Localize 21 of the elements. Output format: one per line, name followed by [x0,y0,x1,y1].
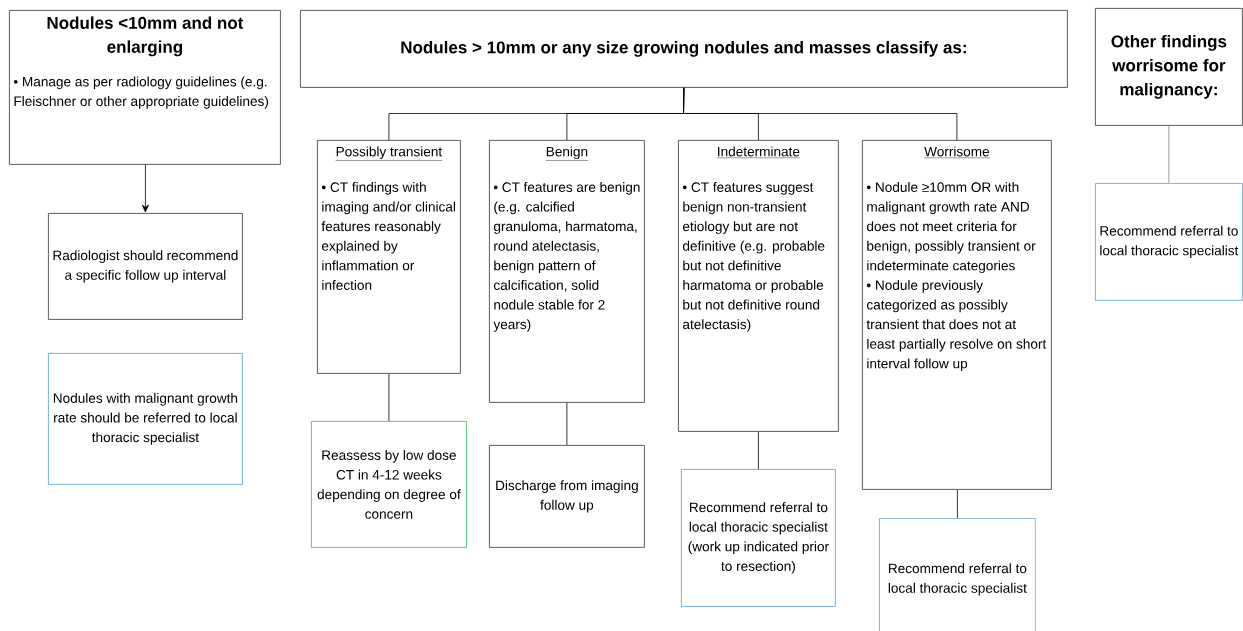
note-box: Nodules with malignant growth rate should be referred to local thoracic specialist [48,353,243,485]
action-box: Radiologist should recommend a specific follow up interval [48,213,243,320]
action-box: Reassess by low dose CT in 4-12 weeks depending on degree of concern [311,421,467,548]
connector-line [957,489,958,519]
category-box: Possibly transient • CT findings with imaging and/or clinical features reasonably explained by inflammation or infection [317,140,461,374]
connector-line [683,87,958,141]
action-box: Recommend referral to local thoracic specialist [1095,183,1243,301]
category-box: Nodules > 10mm or any size growing nodules and masses classify as: [300,10,1068,88]
action-box: Discharge from imaging follow up [489,445,645,548]
action-box: Recommend referral to local thoracic specialist [879,518,1036,631]
category-box: Benign • CT features are benign (e.g. calcified granuloma, harmatoma, round atelectasis, benign pattern of calcification, solid nodule stable for 2 years) [489,140,645,403]
connector-line [1168,125,1170,184]
action-box: Recommend referral to local thoracic specialist (work up indicated prior to resection) [681,469,836,607]
category-box: Nodules <10mm and not enlarging • Manage as per radiology guidelines (e.g. Fleischner or other appropriate guidelines) [9,10,281,165]
arrow [141,164,149,213]
connector-line [566,402,568,446]
connector-line [758,431,759,470]
category-box: Worrisome • Nodule ≥10mm OR with malignant growth rate AND does not meet criteria for benign, possibly transient or indeterminate categories • Nodule previously categorized as possibly transient that does not at least partially resolve on short interval follow up [862,140,1052,490]
category-box: Other findings worrisome for malignancy: [1095,8,1243,126]
connector-line [388,373,390,422]
category-box: Indeterminate • CT features suggest benign non-transient etiology but are not definitive (e.g. probable but not definitive harmatoma or probable but not definitive round atelectasis) [678,140,839,432]
